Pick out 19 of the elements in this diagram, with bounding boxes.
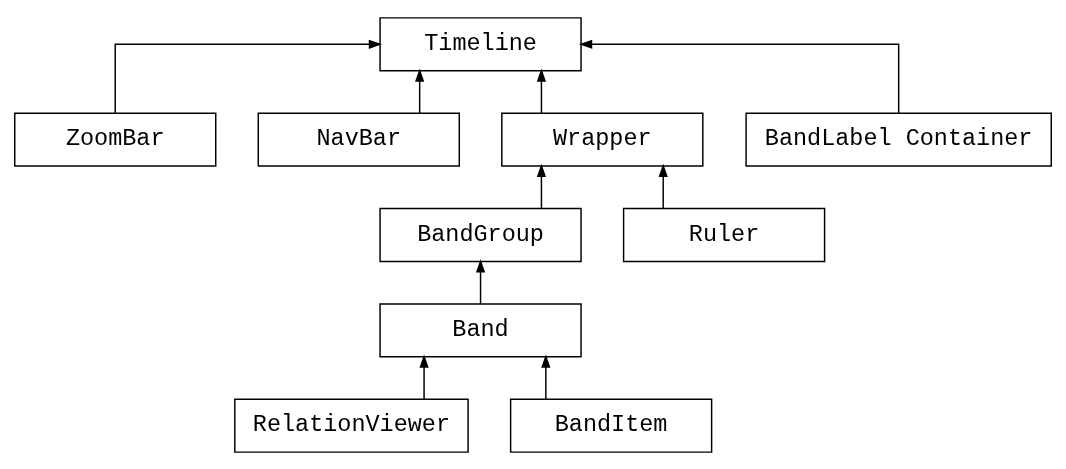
node-box: Ruler (622, 207, 826, 262)
arrow (536, 163, 547, 209)
arrow (415, 67, 425, 114)
node-box: RelationViewer (234, 398, 469, 453)
node-box: BandLabel Container (745, 112, 1052, 167)
node-box: BandGroup (379, 207, 582, 262)
node-box: ZoomBar (14, 112, 217, 167)
node-box: Band (379, 302, 582, 357)
arrow (579, 39, 900, 114)
arrow (114, 39, 382, 114)
node-box: Wrapper (501, 112, 704, 167)
node-box: Timeline (379, 16, 582, 71)
arrow (658, 163, 668, 209)
arrow (536, 67, 547, 114)
node-box: BandItem (509, 398, 713, 453)
arrow (541, 354, 551, 400)
node-box: NavBar (257, 112, 460, 167)
arrow (419, 354, 429, 400)
arrow (475, 258, 486, 305)
